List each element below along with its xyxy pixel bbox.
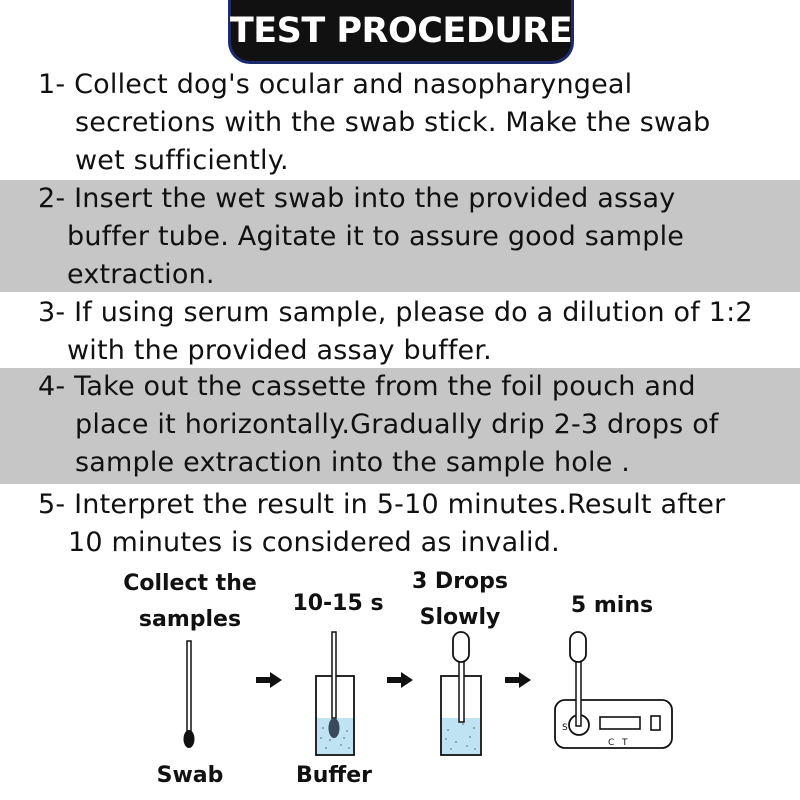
- drops-caption-line-2: Slowly: [419, 605, 501, 630]
- result-window: [599, 716, 641, 730]
- arrow-right-icon: [505, 672, 531, 688]
- step-4: 4- Take out the cassette from the foil p…: [0, 368, 800, 484]
- arrow-right-icon: [387, 672, 413, 688]
- step-5: 5- Interpret the result in 5-10 minutes.…: [0, 484, 800, 560]
- step-1-line-1: 1- Collect dog's ocular and nasopharynge…: [38, 69, 633, 100]
- drops-caption: 3 Drops Slowly: [400, 564, 520, 636]
- time-caption: 10-15 s: [292, 591, 384, 616]
- step-3: 3- If using serum sample, please do a di…: [0, 292, 800, 368]
- step-2-line-1: 2- Insert the wet swab into the provided…: [38, 183, 676, 214]
- drops-caption-line-1: 3 Drops: [411, 569, 509, 594]
- title-badge: TEST PROCEDURE: [228, 0, 574, 64]
- swab-caption: Swab: [156, 763, 224, 788]
- step-2-line-3: extraction.: [67, 259, 215, 290]
- cassette-c-label: C: [608, 738, 614, 748]
- step-2: 2- Insert the wet swab into the provided…: [0, 180, 800, 292]
- buffer-tube-icon: [315, 631, 355, 756]
- step-4-line-1: 4- Take out the cassette from the foil p…: [38, 371, 696, 402]
- swab-icon: [183, 640, 195, 748]
- page-title: TEST PROCEDURE: [229, 10, 573, 51]
- collect-caption: Collect the samples: [110, 566, 270, 638]
- step-4-line-2: place it horizontally.Gradually drip 2-3…: [75, 409, 719, 440]
- collect-caption-line-1: Collect the: [123, 571, 257, 596]
- arrow-right-icon: [256, 672, 282, 688]
- wait-caption: 5 mins: [570, 593, 654, 618]
- step-2-line-2: buffer tube. Agitate it to assure good s…: [67, 221, 685, 252]
- step-5-line-1: 5- Interpret the result in 5-10 minutes.…: [38, 489, 726, 520]
- cassette-t-label: T: [621, 738, 628, 748]
- procedure-diagram: S C T: [183, 631, 673, 756]
- buffer-caption: Buffer: [295, 763, 373, 788]
- step-3-line-2: with the provided assay buffer.: [67, 335, 492, 366]
- step-4-line-3: sample extraction into the sample hole .: [75, 447, 631, 478]
- collect-caption-line-2: samples: [138, 607, 242, 632]
- step-5-line-2: 10 minutes is considered as invalid.: [68, 527, 560, 558]
- test-cassette-icon: S C T: [554, 631, 673, 749]
- dropper-tube-icon: [440, 631, 482, 756]
- step-1: 1- Collect dog's ocular and nasopharynge…: [0, 64, 800, 180]
- step-1-line-3: wet sufficiently.: [75, 145, 289, 176]
- step-3-line-1: 3- If using serum sample, please do a di…: [38, 297, 753, 328]
- step-1-line-2: secretions with the swab stick. Make the…: [75, 107, 711, 138]
- cassette-s-label: S: [562, 723, 568, 733]
